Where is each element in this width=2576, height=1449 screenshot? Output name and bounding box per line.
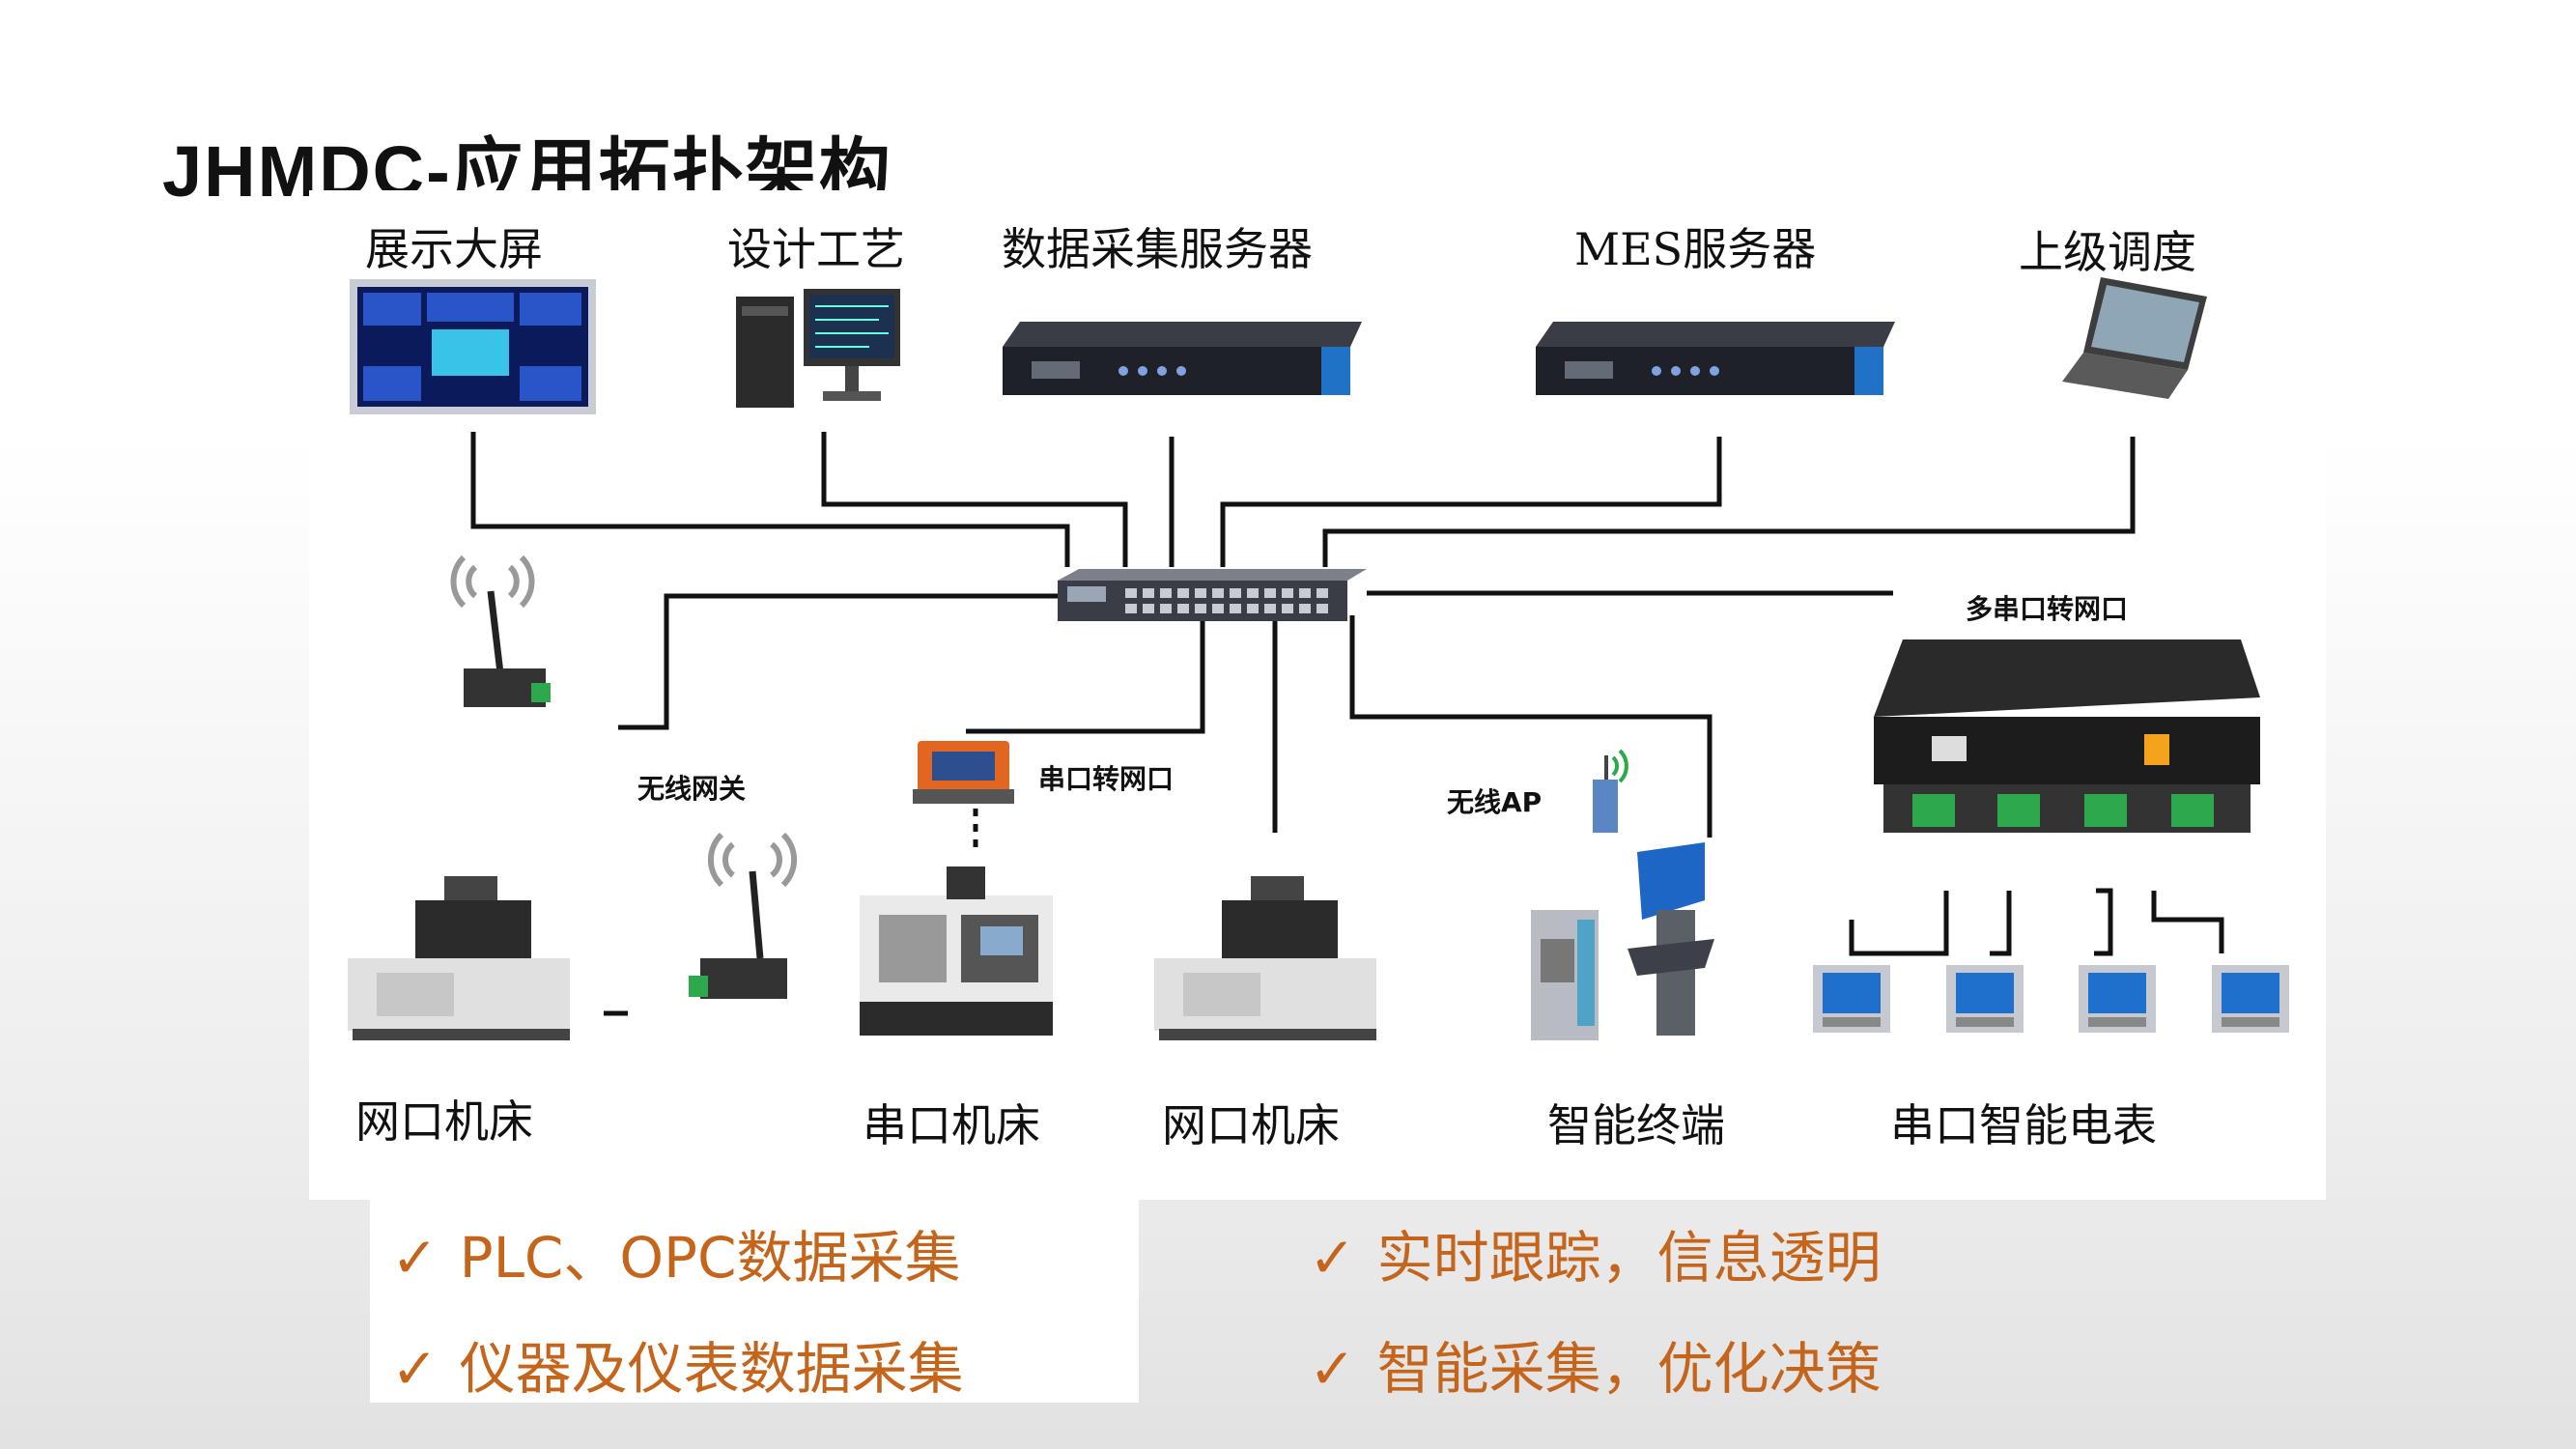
label-multi-serial: 多串口转网口 [1966, 593, 2129, 625]
line-dispatch [1322, 437, 2136, 567]
label-wireless-gateway: 无线网关 [637, 773, 747, 805]
label-serial-converter: 串口转网口 [1038, 763, 1175, 795]
label-smart-terminal: 智能终端 [1547, 1099, 1725, 1151]
check-icon: ✓ [391, 1336, 439, 1402]
line-gateway [618, 593, 1062, 730]
line-mes [1220, 437, 1722, 567]
label-dispatch: 上级调度 [2019, 226, 2196, 278]
workstation-icon [736, 289, 900, 408]
line-meter3 [2094, 888, 2113, 956]
switch-icon [1058, 569, 1367, 621]
line-serialconv [966, 615, 1205, 734]
line-screen [470, 432, 1070, 567]
bullet-left-1: ✓PLC、OPC数据采集 [391, 1225, 961, 1291]
multi-serial-converter-icon [1874, 639, 2260, 833]
label-serial-machine: 串口机床 [863, 1099, 1040, 1151]
line-design [821, 432, 1128, 567]
line-meter1 [1849, 891, 1949, 956]
label-mes-server: MES服务器 [1574, 223, 1817, 275]
label-serial-meter: 串口智能电表 [1890, 1099, 2157, 1151]
check-icon: ✓ [1309, 1225, 1356, 1291]
label-dc-server: 数据采集服务器 [1002, 223, 1313, 275]
smart-terminal-icon [1531, 842, 1714, 1040]
connection-lines [470, 432, 2224, 1016]
wireless-ap-icon [1593, 749, 1628, 833]
wireless-gateway-icon-2 [689, 832, 798, 999]
label-net-machine-2: 网口机床 [1162, 1099, 1340, 1151]
meter-icon-4 [2212, 965, 2289, 1033]
meter-icon-3 [2079, 965, 2156, 1033]
laptop-icon [2062, 277, 2207, 399]
wireless-gateway-icon-1 [450, 554, 551, 707]
check-icon: ✓ [1309, 1336, 1356, 1402]
label-net-machine-1: 网口机床 [355, 1095, 533, 1148]
dc-server-icon [1003, 322, 1362, 395]
screen-icon [350, 279, 596, 414]
label-screen: 展示大屏 [365, 223, 543, 275]
bullet-right-1: ✓实时跟踪，信息透明 [1309, 1225, 1882, 1291]
label-design: 设计工艺 [727, 223, 905, 275]
mes-server-icon [1536, 322, 1895, 395]
line-ap [1349, 615, 1713, 838]
meter-icon-1 [1813, 965, 1890, 1033]
net-machine-icon-1 [348, 876, 570, 1040]
serial-machine-icon [860, 867, 1053, 1036]
meter-icon-2 [1946, 965, 2024, 1033]
line-meter2 [1990, 891, 2012, 956]
serial-converter-icon [913, 741, 1014, 804]
bullet-left-2: ✓仪器及仪表数据采集 [391, 1336, 964, 1402]
label-wireless-ap: 无线AP [1447, 786, 1543, 818]
check-icon: ✓ [391, 1225, 439, 1291]
topology-diagram: 展示大屏 设计工艺 数据采集服务器 MES服务器 上级调度 [309, 190, 2326, 1200]
net-machine-icon-2 [1154, 876, 1376, 1040]
bullet-box [370, 1200, 1139, 1403]
bullet-right-2: ✓智能采集，优化决策 [1309, 1336, 1882, 1402]
line-meter4 [2151, 891, 2224, 953]
